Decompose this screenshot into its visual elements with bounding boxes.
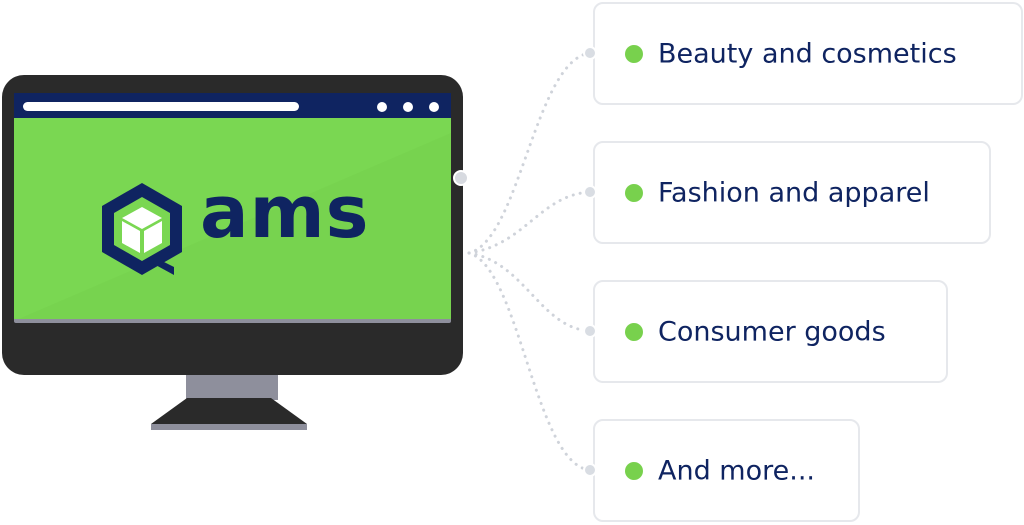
bullet-icon bbox=[625, 44, 643, 63]
industry-card-beauty: Beauty and cosmetics bbox=[593, 2, 1023, 105]
bullet-icon bbox=[625, 183, 643, 202]
monitor-stand-neck bbox=[186, 375, 278, 400]
screen-bottom-edge bbox=[14, 319, 451, 323]
window-dot-icon bbox=[377, 102, 387, 112]
connector-node-dot bbox=[583, 185, 597, 199]
monitor-screen: ams bbox=[14, 93, 451, 321]
connector-more bbox=[467, 251, 592, 472]
connector-node-dot bbox=[583, 463, 597, 477]
connector-fashion bbox=[467, 190, 592, 255]
industry-label: Beauty and cosmetics bbox=[658, 38, 957, 69]
connector-consumer bbox=[467, 251, 592, 333]
industry-label: Fashion and apparel bbox=[658, 177, 930, 208]
connector-beauty bbox=[467, 51, 592, 255]
browser-bar bbox=[14, 93, 451, 118]
bullet-icon bbox=[625, 322, 643, 341]
industry-card-consumer: Consumer goods bbox=[593, 280, 948, 383]
connector-node-dot bbox=[583, 46, 597, 60]
ams-wordmark: ams bbox=[200, 170, 370, 254]
address-bar bbox=[23, 102, 299, 111]
industry-card-fashion: Fashion and apparel bbox=[593, 141, 991, 244]
monitor: ams bbox=[2, 75, 463, 375]
industry-label: Consumer goods bbox=[658, 316, 886, 347]
industry-card-more: And more... bbox=[593, 419, 860, 522]
connector-node-dot bbox=[583, 324, 597, 338]
cube-hexagon-icon bbox=[102, 183, 182, 275]
monitor-stand-base bbox=[151, 398, 307, 430]
window-dot-icon bbox=[403, 102, 413, 112]
industry-label: And more... bbox=[658, 455, 815, 486]
screen-sheen bbox=[14, 133, 451, 321]
monitor-port-dot bbox=[453, 170, 469, 186]
window-dot-icon bbox=[429, 102, 439, 112]
bullet-icon bbox=[625, 461, 643, 480]
